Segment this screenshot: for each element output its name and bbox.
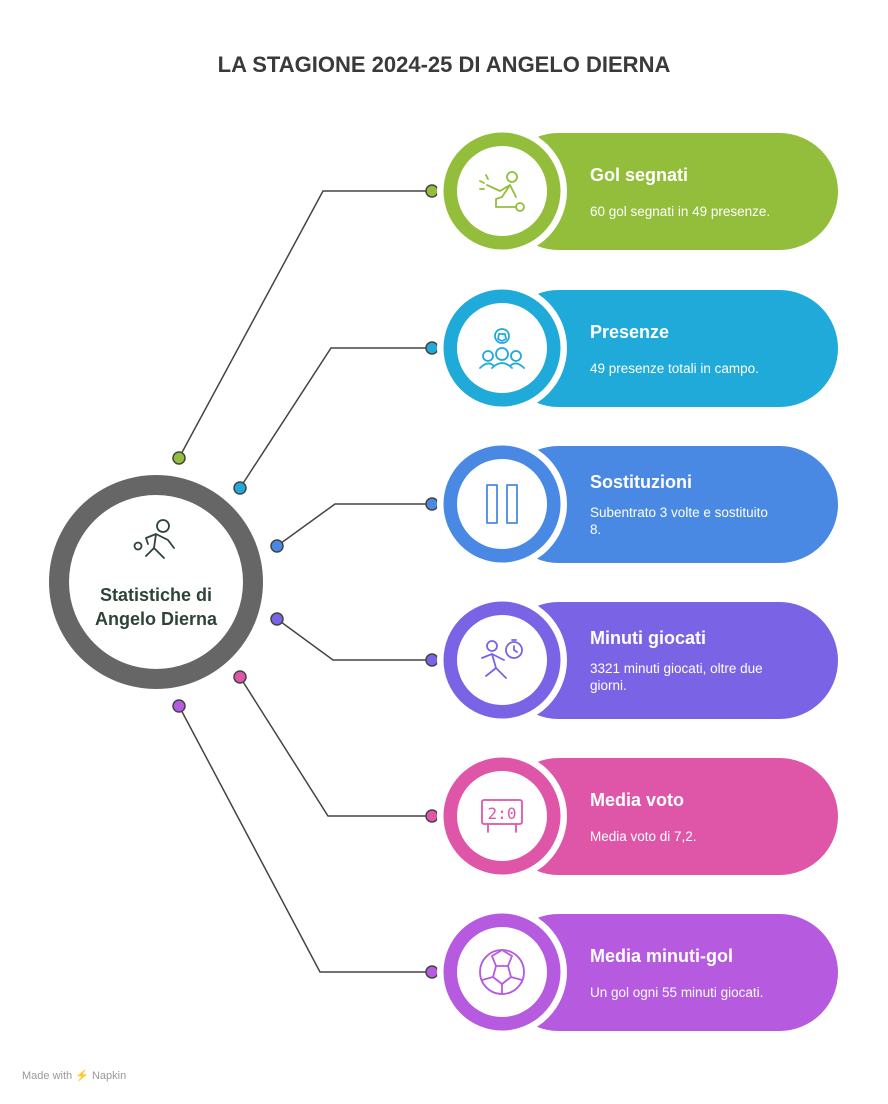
- hub-label-line1: Statistiche di: [100, 585, 212, 605]
- made-with-napkin-footer: Made with ⚡ Napkin: [22, 1070, 127, 1082]
- center-hub: Statistiche di Angelo Dierna: [49, 475, 263, 689]
- card-description: Media voto di 7,2.: [590, 829, 697, 844]
- card-title: Minuti giocati: [590, 628, 706, 648]
- connector-dot: [425, 497, 439, 511]
- stat-card: Presenze 49 presenze totali in campo.: [437, 283, 838, 413]
- connector-dot: [425, 809, 439, 823]
- icon-disc: [457, 146, 547, 236]
- kicking-player-icon: [479, 171, 525, 212]
- card-pill: [500, 133, 838, 250]
- connector-dot: [172, 699, 186, 713]
- connector-dot: [172, 451, 186, 465]
- connector-line: [178, 190, 432, 459]
- stat-card: Media minuti-gol Un gol ogni 55 minuti gi…: [437, 907, 838, 1037]
- stopwatch-player-icon: [481, 639, 523, 679]
- card-description: 3321 minuti giocati, oltre due: [590, 661, 763, 676]
- icon-disc: [457, 459, 547, 549]
- hub-label-line2: Angelo Dierna: [95, 609, 218, 629]
- scoreboard-icon: 2:0: [481, 799, 523, 833]
- stat-card: Minuti giocati 3321 minuti giocati, oltre…: [437, 595, 838, 725]
- card-description: Un gol ogni 55 minuti giocati.: [590, 985, 763, 1000]
- card-pill: [500, 914, 838, 1031]
- stat-card: Gol segnati 60 gol segnati in 49 presenze…: [437, 126, 838, 256]
- icon-disc: [457, 771, 547, 861]
- card-description: giorni.: [590, 678, 627, 693]
- soccer-ball-icon: [479, 949, 525, 995]
- connector-line: [276, 618, 432, 661]
- connector-line: [178, 705, 432, 973]
- connector-dot: [233, 481, 247, 495]
- substitution-icon: [486, 484, 518, 524]
- connector-dot: [233, 670, 247, 684]
- connector-dot: [425, 184, 439, 198]
- card-pill: [500, 290, 838, 407]
- card-description: Subentrato 3 volte e sostituito: [590, 505, 768, 520]
- icon-disc: [457, 927, 547, 1017]
- page-title: LA STAGIONE 2024-25 DI ANGELO DIERNA: [217, 52, 671, 77]
- card-title: Sostituzioni: [590, 472, 692, 492]
- card-description: 49 presenze totali in campo.: [590, 361, 759, 376]
- card-pill: [500, 758, 838, 875]
- connector-dot: [425, 965, 439, 979]
- connector-line: [276, 503, 432, 547]
- hub-ring: [49, 475, 263, 689]
- connector-dot: [270, 612, 284, 626]
- scoreboard-score: 2:0: [488, 804, 517, 823]
- connector-dot: [270, 539, 284, 553]
- team-ball-icon: [479, 328, 525, 369]
- card-title: Presenze: [590, 322, 669, 342]
- connector-dot: [425, 653, 439, 667]
- card-title: Gol segnati: [590, 165, 688, 185]
- running-player-icon: [133, 519, 175, 559]
- card-description: 8.: [590, 522, 601, 537]
- connector-dot: [425, 341, 439, 355]
- card-pill: [500, 602, 838, 719]
- connector-line: [239, 347, 432, 489]
- connector-line: [239, 676, 432, 817]
- card-pill: [500, 446, 838, 563]
- card-title: Media minuti-gol: [590, 946, 733, 966]
- card-title: Media voto: [590, 790, 684, 810]
- card-description: 60 gol segnati in 49 presenze.: [590, 204, 770, 219]
